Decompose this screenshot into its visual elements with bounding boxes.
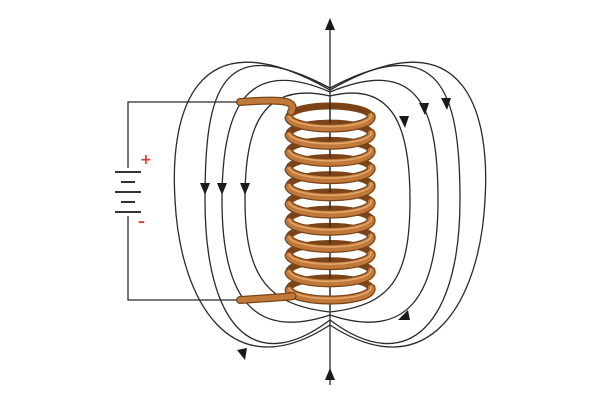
coil-turn-front: [285, 233, 375, 252]
triangle-arrow-icon: [237, 348, 247, 360]
coil-turn-back: [285, 136, 375, 156]
coil-turn-highlight: [288, 113, 372, 128]
battery: + –: [115, 152, 152, 230]
coil-turn-front: [285, 198, 375, 218]
triangle-arrow-icon: [399, 116, 409, 128]
coil-lead-top: [237, 97, 296, 115]
coil-turn-back: [285, 257, 375, 277]
coil-turn-highlight: [288, 130, 372, 145]
coil-turn-front: [285, 129, 375, 149]
coil-turn-front: [285, 215, 375, 235]
coil-turn-highlight: [288, 148, 372, 162]
coil-turn-back: [285, 205, 375, 225]
wire-top: [127, 101, 245, 168]
field-arrows: [200, 18, 451, 380]
coil-turn-front: [285, 267, 375, 287]
triangle-arrow-icon: [325, 368, 335, 380]
coil-turn-front: [285, 181, 375, 201]
coil-lead-bottom: [237, 293, 296, 303]
coil-turn-back: [285, 154, 375, 174]
triangle-arrow-icon: [398, 310, 410, 320]
field-line-left-middle: [221, 79, 331, 323]
field-line-right-far: [329, 61, 487, 348]
battery-negative-sign: –: [138, 214, 145, 230]
triangle-arrow-icon: [240, 183, 250, 195]
field-line-right-middle: [329, 79, 439, 323]
coil-turn-highlight: [288, 182, 372, 197]
field-line-left-outer: [204, 64, 331, 345]
circuit-wires: [127, 101, 245, 301]
coil-turn-highlight: [288, 165, 372, 179]
coil-turn-back: [285, 222, 375, 242]
triangle-arrow-icon: [217, 183, 227, 195]
copper-coil: [236, 96, 376, 310]
coil-turn-highlight: [288, 251, 372, 265]
coil-turn-highlight: [288, 234, 372, 248]
coil-turn-back: [285, 171, 375, 191]
coil-turn-back: [285, 240, 375, 260]
coil-turn-front: [285, 164, 375, 183]
coil-turn-back: [285, 274, 375, 294]
battery-positive-sign: +: [140, 152, 152, 168]
field-line-right-inner: [329, 92, 411, 313]
field-line-right-outer: [329, 64, 461, 345]
coil-turn-highlight: [288, 216, 372, 231]
triangle-arrow-icon: [325, 18, 335, 30]
triangle-arrow-icon: [441, 98, 451, 110]
coil-turn-front: [285, 147, 375, 166]
coil-turn-highlight: [288, 199, 372, 214]
triangle-arrow-icon: [200, 183, 210, 195]
coil-turn-back: [285, 188, 375, 208]
coil-turn-front: [285, 250, 375, 269]
coil-turn-highlight: [288, 268, 372, 283]
coil-turn-front: [285, 112, 375, 132]
coil-turn-back: [285, 119, 375, 139]
triangle-arrow-icon: [419, 103, 429, 115]
field-line-left-far: [173, 61, 331, 348]
wire-bottom: [127, 216, 245, 301]
